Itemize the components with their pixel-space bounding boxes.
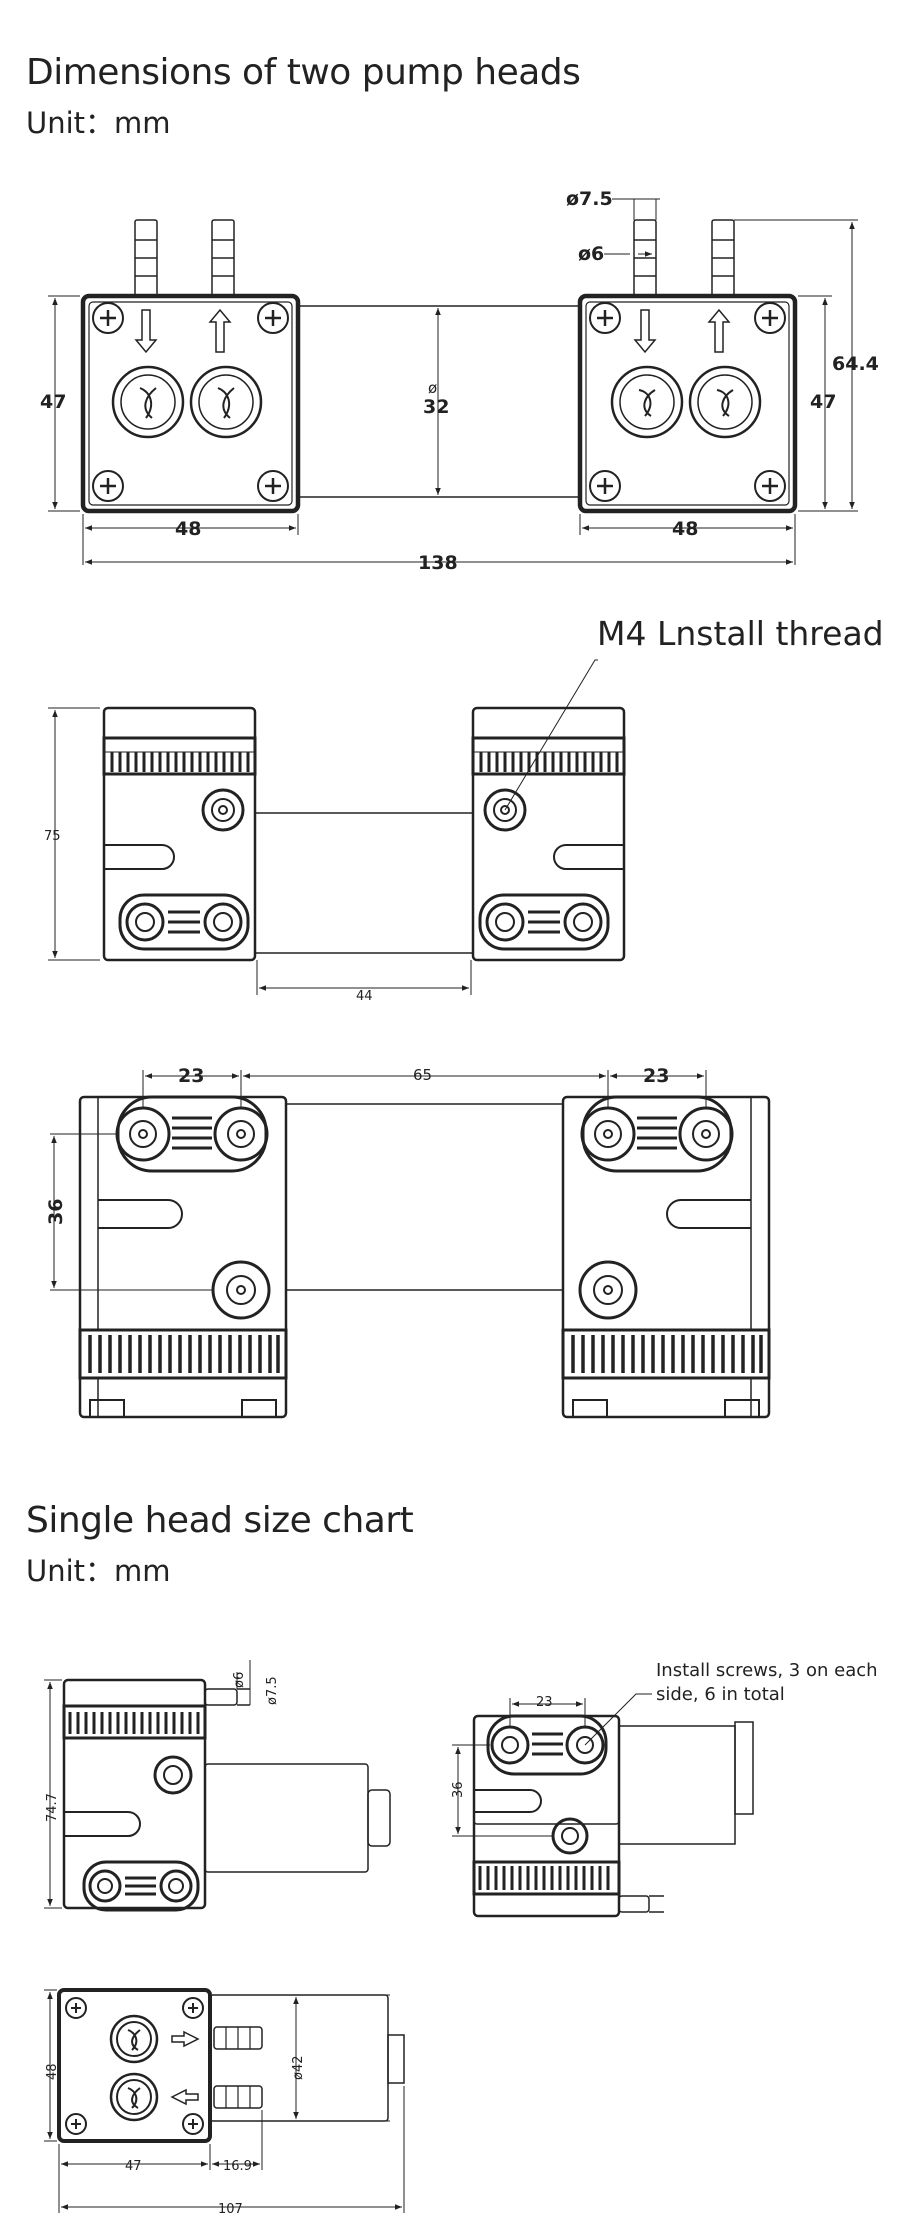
dim-48-single: 48 [45,2063,60,2080]
callout-install-screws-line1: Install screws, 3 on each side, 6 in tot… [656,1660,883,1705]
single-rear-view [452,1693,754,1918]
section-title-single-head: Single head size chart [26,1500,414,1541]
dim-phi-7-5-single: ø7.5 [265,1676,280,1705]
callout-install-screws: Install screws, 3 on each [656,1660,878,1681]
dim-138: 138 [418,552,458,574]
side-view [48,659,626,995]
bottom-head-left [78,1095,288,1419]
bottom-dimension-lines [50,1070,707,1291]
side-dimension-lines [48,659,598,995]
side-head-right [471,706,626,962]
top-view [48,198,858,565]
side-head-left [102,706,257,962]
section-unit-two-heads: Unit：mm [26,106,171,140]
dim-36-single: 36 [451,1781,466,1798]
dim-phi-6-single: ø6 [232,1672,247,1688]
dim-phi-7-5: ø7.5 [566,188,613,210]
dim-107: 107 [218,2202,243,2217]
single-rear-labels: 23 36 Install screws, 3 on each side, 6 … [451,1660,883,1798]
dim-23-left: 23 [178,1065,204,1087]
callout-m4-install-thread: M4 Lnstall thread [597,614,884,653]
section-title-two-heads: Dimensions of two pump heads [26,52,581,93]
dim-23-single: 23 [536,1695,553,1710]
dim-23-right: 23 [643,1065,669,1087]
dim-47-single: 47 [125,2159,142,2174]
dim-47-left: 47 [40,391,66,413]
side-view-labels: 75 44 M4 Lnstall thread [44,614,884,1004]
section-unit-single-head: Unit：mm [26,1554,171,1588]
dim-44: 44 [356,989,373,1004]
dim-36: 36 [45,1199,67,1225]
dim-48-left: 48 [175,518,201,540]
top-dimension-lines [48,198,858,565]
dim-phi-42: ø42 [291,2056,306,2081]
single-side-labels: ø6 ø7.5 74.7 [45,1672,280,1822]
single-top-labels: 48 ø42 47 16.9 107 [45,2056,306,2218]
pump-head-left [80,219,301,514]
bottom-head-right [561,1095,771,1419]
dim-74-7: 74.7 [45,1793,60,1822]
dim-16-9: 16.9 [223,2159,252,2174]
dim-48-right: 48 [672,518,698,540]
dim-64-4: 64.4 [832,353,879,375]
bottom-view-labels: 23 65 23 36 [45,1065,669,1225]
single-side-view [44,1660,391,1912]
dim-47-right: 47 [810,391,836,413]
pump-head-right [577,219,798,514]
bottom-view [50,1070,771,1419]
dim-phi-6: ø6 [578,243,604,265]
single-top-view [44,1988,405,2213]
top-view-labels: ø7.5 ø6 64.4 47 47 ø 32 48 48 138 [40,188,879,574]
dim-phi-symbol: ø [428,379,437,397]
dim-65: 65 [413,1066,432,1084]
dim-32: 32 [423,396,449,418]
dim-75: 75 [44,829,61,844]
